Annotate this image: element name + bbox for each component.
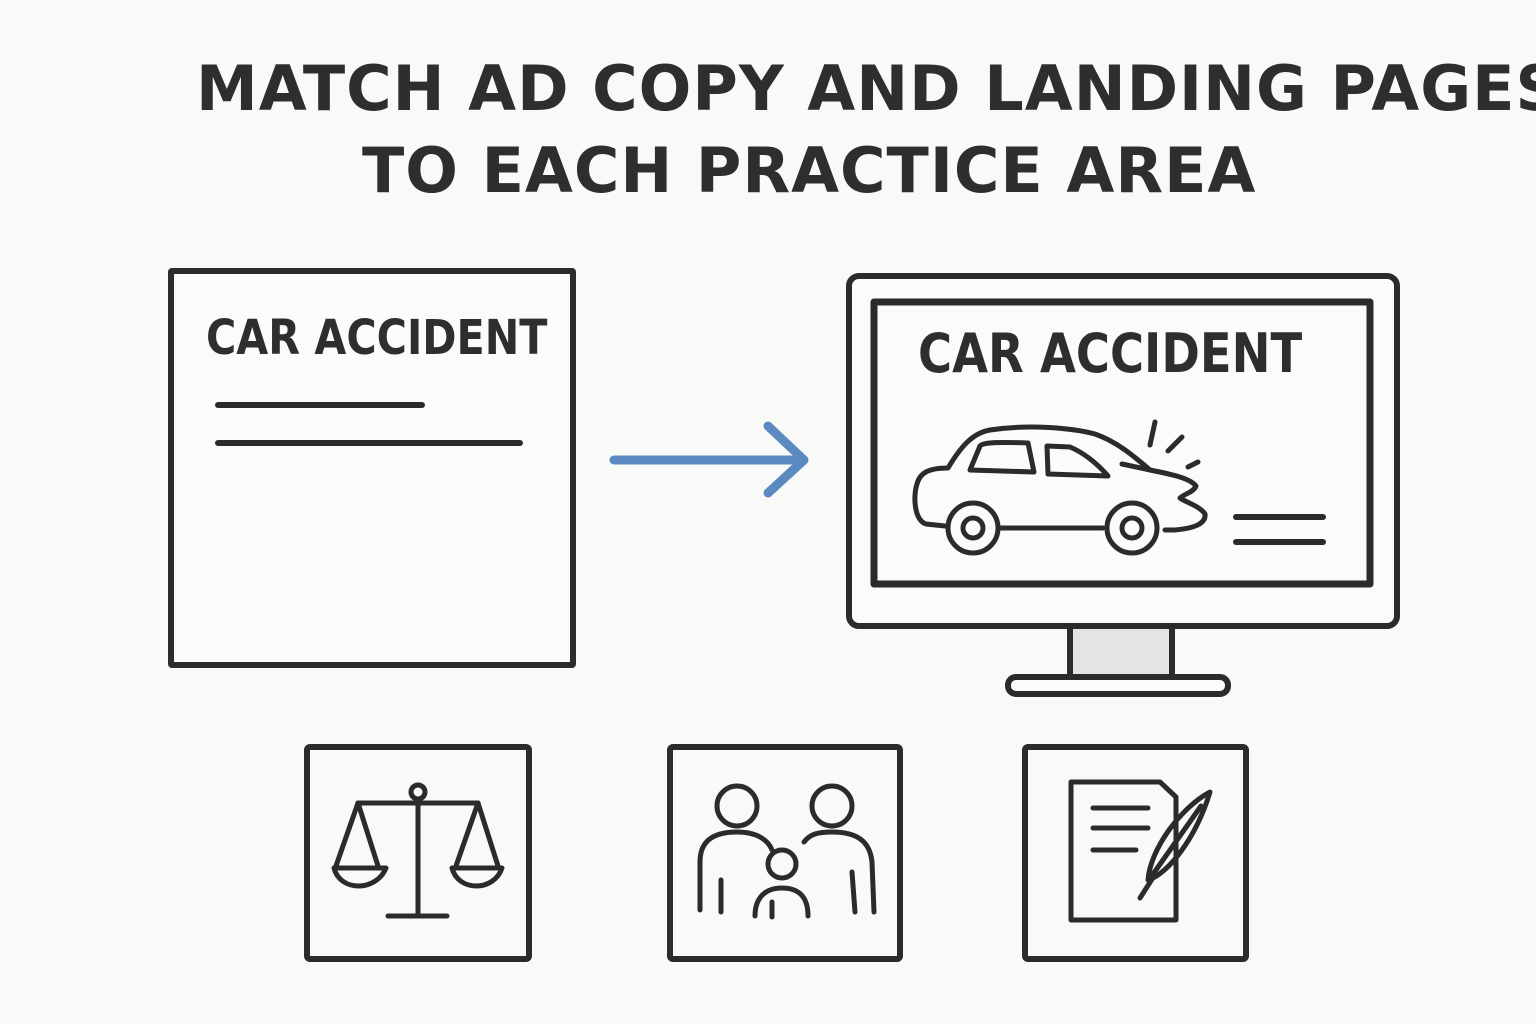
title-line-1: MATCH AD COPY AND LANDING PAGES xyxy=(196,52,1536,125)
landing-page-heading: CAR ACCIDENT xyxy=(918,322,1303,385)
practice-area-tile-documents xyxy=(1022,744,1249,962)
impact-mark xyxy=(1185,459,1201,470)
ad-copy-card: CAR ACCIDENT xyxy=(168,268,576,668)
ad-copy-text-lines xyxy=(215,402,523,446)
arrow-right-icon xyxy=(609,421,809,498)
monitor-base xyxy=(1005,674,1231,697)
practice-area-tile-family xyxy=(667,744,903,962)
impact-mark xyxy=(1165,434,1185,454)
car-crash-icon xyxy=(912,419,1208,556)
practice-area-tile-legal xyxy=(304,744,532,962)
scales-of-justice-icon xyxy=(331,782,505,919)
document-quill-icon xyxy=(1068,779,1213,923)
family-icon xyxy=(697,783,877,920)
monitor-neck xyxy=(1067,626,1175,680)
landing-page-text-lines xyxy=(1233,514,1326,545)
monitor-screen xyxy=(870,298,1374,588)
ad-copy-heading: CAR ACCIDENT xyxy=(206,310,548,366)
impact-mark xyxy=(1147,419,1158,448)
title-line-2: TO EACH PRACTICE AREA xyxy=(362,134,1257,207)
